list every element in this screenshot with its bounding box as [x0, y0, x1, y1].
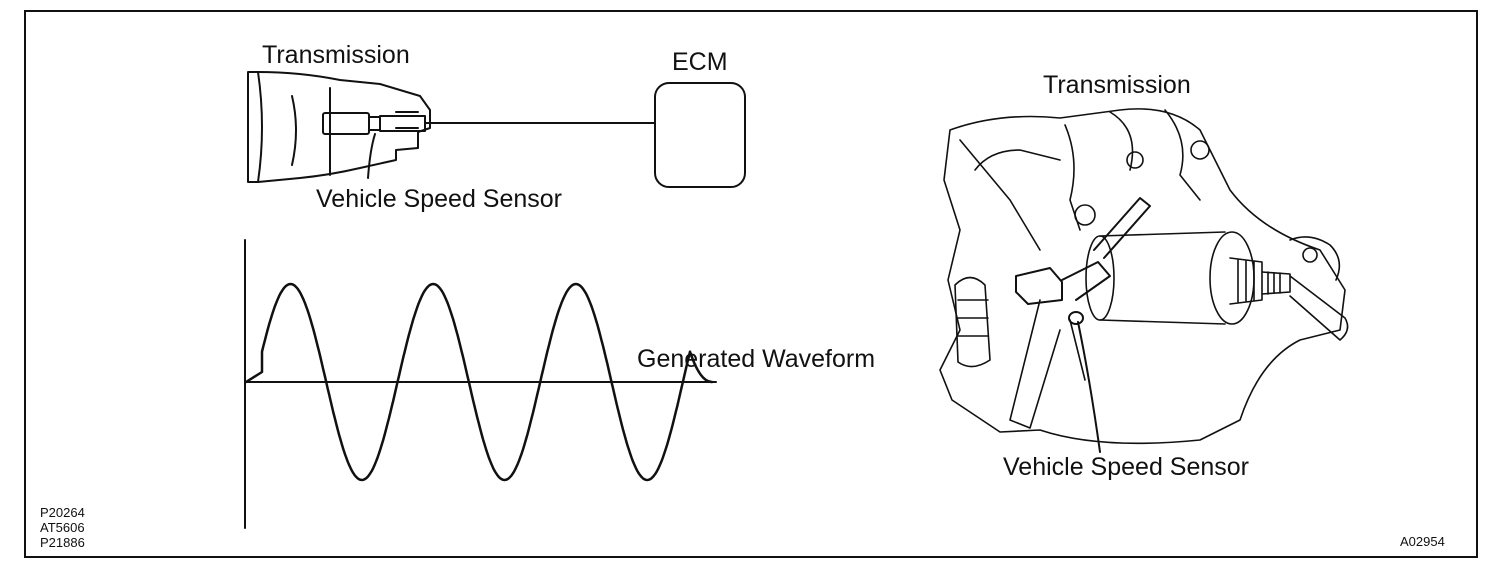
label-vss-left: Vehicle Speed Sensor [316, 185, 563, 213]
label-ecm: ECM [672, 48, 728, 76]
vehicle-speed-sensor-left [322, 112, 370, 135]
diagram-frame [24, 10, 1478, 558]
vehicle-speed-sensor-right [1015, 197, 1151, 325]
label-vss-right: Vehicle Speed Sensor [1003, 453, 1250, 481]
label-generated-waveform: Generated Waveform [637, 345, 876, 373]
ecm-box [654, 82, 746, 188]
vss-right-leader [1077, 321, 1101, 453]
label-transmission-right: Transmission [1043, 71, 1191, 99]
transmission-illustration-right [939, 108, 1349, 445]
vss-left-leader [367, 133, 376, 179]
figure-code-right: A02954 [1400, 534, 1445, 549]
transmission-housing-left [247, 71, 431, 183]
waveform-axes [244, 239, 717, 529]
figure-code: P20264 [40, 505, 85, 520]
figure-code: P21886 [40, 535, 85, 550]
figure-code: AT5606 [40, 520, 85, 535]
figure-codes-left: P20264 AT5606 P21886 [40, 505, 85, 550]
generated-waveform-curve [244, 282, 714, 482]
label-transmission-left: Transmission [262, 41, 410, 69]
